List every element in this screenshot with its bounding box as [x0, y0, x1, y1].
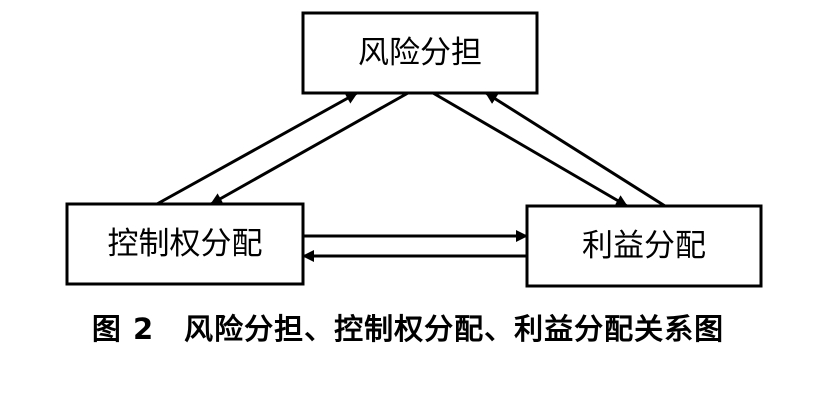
arrow-risk-to-control	[210, 91, 409, 206]
figure-number: 图 2	[91, 312, 155, 346]
node-risk-sharing-label: 风险分担	[358, 35, 482, 71]
figure-caption: 图 2 风险分担、控制权分配、利益分配关系图	[0, 306, 816, 348]
node-benefit-allocation-label: 利益分配	[582, 228, 706, 264]
figure-title: 风险分担、控制权分配、利益分配关系图	[184, 312, 725, 346]
node-control-allocation: 控制权分配	[65, 202, 305, 286]
node-risk-sharing: 风险分担	[301, 11, 539, 95]
node-benefit-allocation: 利益分配	[525, 204, 763, 288]
arrow-benefit-to-risk	[485, 91, 666, 208]
arrow-risk-to-benefit	[432, 91, 628, 208]
arrow-control-to-risk	[156, 91, 358, 206]
node-control-allocation-label: 控制权分配	[108, 226, 263, 262]
